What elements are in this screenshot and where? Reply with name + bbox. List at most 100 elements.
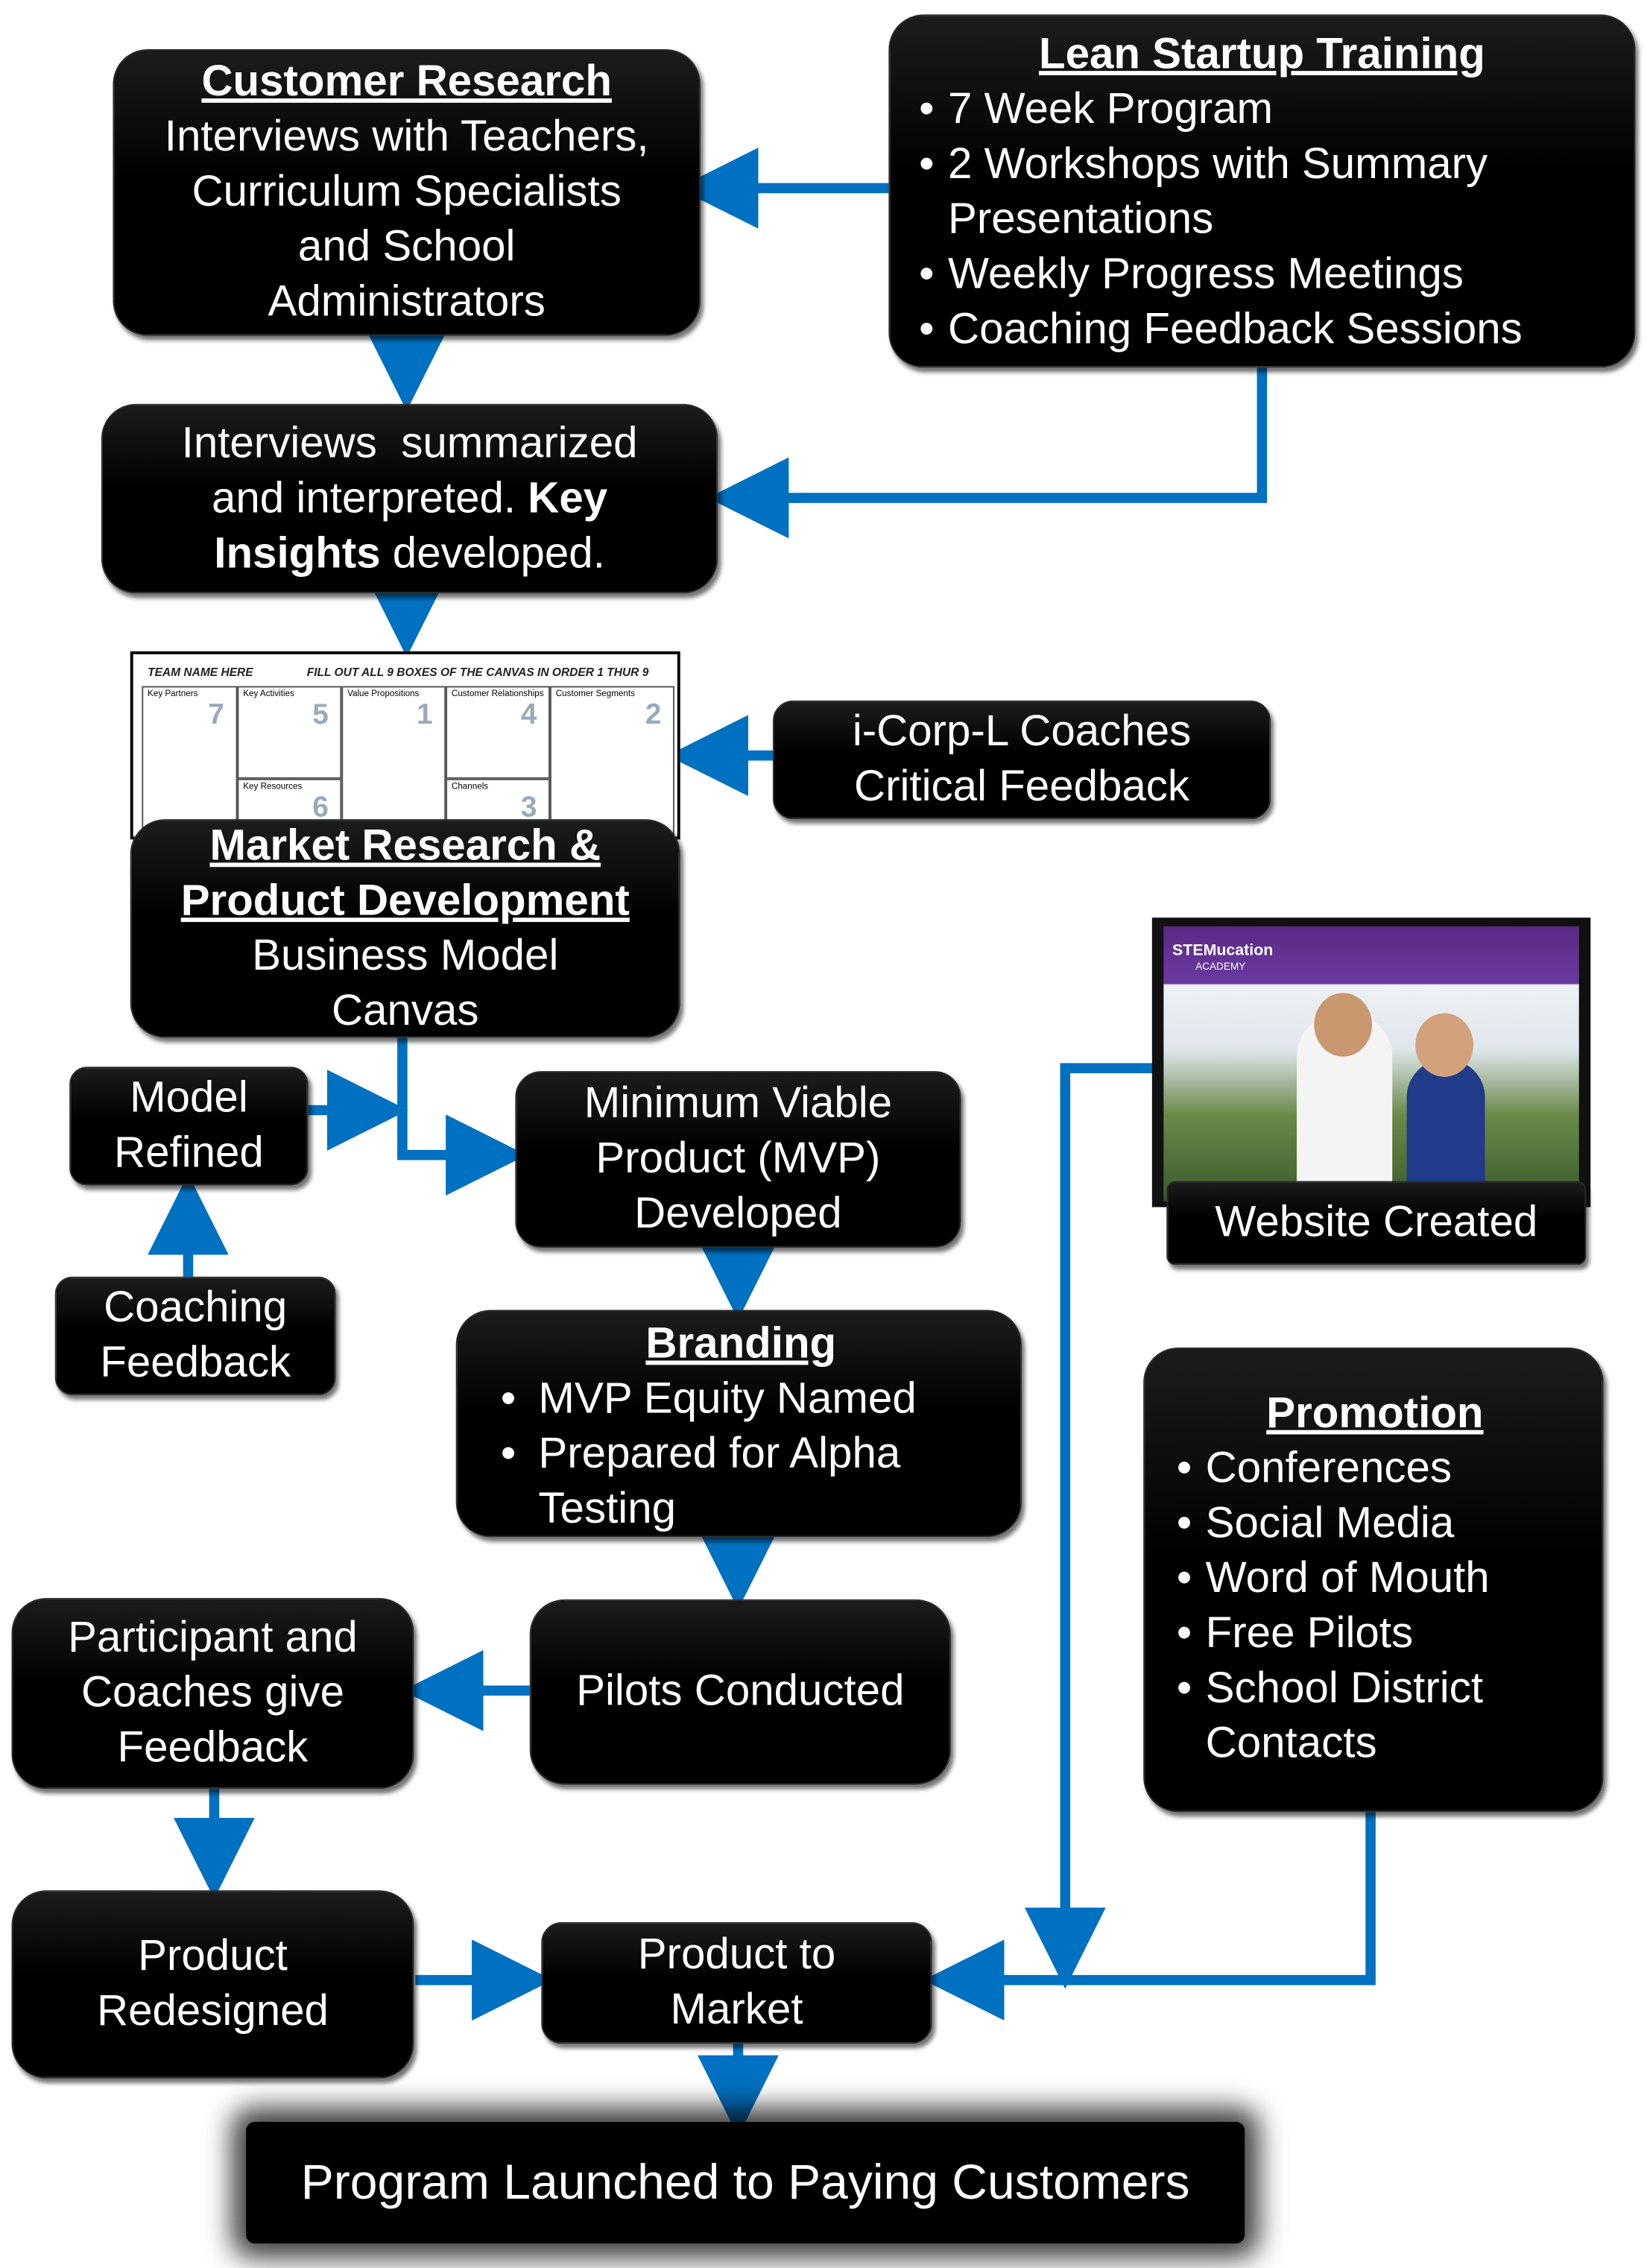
coaching-feedback-line: Coaching [104, 1283, 288, 1332]
canvas-cell: Customer Segments 2 [549, 686, 674, 837]
program-launched-banner: Program Launched to Paying Customers [246, 2121, 1245, 2244]
canvas-cell-label: Customer Segments [555, 690, 635, 699]
interviews-line: Insights developed. [214, 526, 605, 581]
canvas-cell-label: Value Propositions [347, 690, 420, 699]
customer-research-line: and School [297, 223, 516, 271]
coaching-feedback-box: Coaching Feedback [54, 1276, 336, 1396]
mvp-line: Developed [634, 1190, 842, 1238]
product-to-market-line: Product to [637, 1930, 836, 1979]
website-logo: STEMucation [1172, 942, 1274, 960]
icorp-coaches-line: i-Corp-L Coaches [852, 707, 1192, 756]
training-item: Weekly Progress Meetings [916, 247, 1608, 303]
website-logo-sub: ACADEMY [1195, 962, 1246, 973]
canvas-cell-number: 3 [520, 792, 537, 824]
participant-feedback-line: Coaches give [80, 1669, 344, 1717]
website-screenshot: STEMucation ACADEMY [1151, 917, 1591, 1207]
arrow-canvas-to-mvp [397, 1037, 527, 1196]
canvas-cell-label: Key Activities [243, 690, 294, 699]
arrow-website-to-market [1024, 1063, 1158, 1989]
branding-item: Prepared for Alpha [498, 1427, 1020, 1482]
icorp-coaches-box: i-Corp-L Coaches Critical Feedback [773, 700, 1271, 820]
interviews-text: developed. [380, 528, 605, 577]
website-nav-bar [1163, 926, 1579, 985]
customer-research-line: Interviews with Teachers, [164, 113, 649, 161]
key-text: Key [528, 474, 608, 522]
person-figure [1406, 1059, 1485, 1201]
lean-startup-training-title: Lean Startup Training [1038, 30, 1485, 78]
training-item: 7 Week Program [916, 83, 1608, 138]
coaching-feedback-line: Feedback [100, 1339, 291, 1387]
training-item-continued: Presentations [948, 195, 1214, 244]
participant-feedback-line: Participant and [68, 1614, 358, 1662]
participant-feedback-box: Participant and Coaches give Feedback [11, 1597, 414, 1790]
pilots-conducted-label: Pilots Conducted [576, 1667, 905, 1716]
person-figure [1415, 1013, 1473, 1077]
mvp-line: Product (MVP) [595, 1134, 881, 1183]
promotion-item: School District [1174, 1661, 1602, 1716]
interviews-text: and interpreted. [211, 474, 528, 522]
product-redesigned-box: Product Redesigned [11, 1890, 414, 2079]
canvas-cell-label: Key Resources [243, 783, 303, 792]
branding-item: MVP Equity Named [498, 1372, 1020, 1427]
canvas-cell-number: 4 [520, 698, 537, 731]
promotion-item: Word of Mouth [1174, 1552, 1602, 1607]
arrow-training-to-interviews [707, 367, 1268, 539]
lean-startup-training-box: Lean Startup Training 7 Week Program 2 W… [888, 14, 1636, 368]
canvas-cell-label: Customer Relationships [451, 690, 544, 699]
branding-box: Branding MVP Equity Named Prepared for A… [455, 1310, 1022, 1538]
canvas-cell-number: 2 [645, 698, 662, 731]
product-to-market-box: Product to Market [541, 1921, 932, 2044]
product-redesigned-line: Product [138, 1932, 288, 1980]
market-research-title: Product Development [180, 876, 630, 924]
arrow-promotion-to-market [923, 1812, 1376, 2021]
branding-item-continued: Testing [538, 1485, 677, 1533]
interviews-line: Interviews summarized [181, 419, 638, 467]
business-model-canvas-image: TEAM NAME HERE FILL OUT ALL 9 BOXES OF T… [130, 651, 680, 840]
canvas-cell-number: 5 [312, 698, 329, 731]
website-created-box: Website Created [1166, 1181, 1587, 1266]
promotion-title: Promotion [1266, 1389, 1484, 1438]
website-created-label: Website Created [1215, 1198, 1538, 1247]
customer-research-title: Customer Research [201, 57, 612, 106]
product-redesigned-line: Redesigned [96, 1987, 329, 2035]
market-research-line: Business Model [252, 931, 559, 979]
promotion-list: Conferences Social Media Word of Mouth F… [1174, 1441, 1602, 1772]
canvas-header-left: TEAM NAME HERE [148, 666, 253, 679]
product-to-market-line: Market [670, 1986, 803, 2034]
market-research-line: Canvas [331, 986, 479, 1035]
training-list: 7 Week Program 2 Workshops with Summary … [916, 83, 1608, 358]
canvas-cell-number: 7 [208, 698, 225, 731]
model-refined-box: Model Refined [69, 1067, 309, 1186]
model-refined-line: Refined [114, 1128, 264, 1177]
customer-research-box: Customer Research Interviews with Teache… [113, 49, 701, 336]
interviews-summarized-box: Interviews summarized and interpreted. K… [101, 403, 718, 594]
canvas-header-right: FILL OUT ALL 9 BOXES OF THE CANVAS IN OR… [306, 666, 649, 679]
canvas-cell: Key Activities 5 [237, 686, 342, 779]
branding-title: Branding [645, 1320, 837, 1368]
market-research-box: Market Research & Product Development Bu… [130, 819, 680, 1038]
mvp-line: Minimum Viable [584, 1079, 893, 1128]
branding-list: MVP Equity Named Prepared for Alpha Test… [498, 1372, 1020, 1537]
customer-research-line: Administrators [268, 277, 546, 326]
insights-text: Insights [214, 528, 381, 577]
market-research-title: Market Research & [209, 821, 601, 870]
training-item: 2 Workshops with Summary [916, 137, 1608, 192]
model-refined-line: Model [130, 1073, 248, 1122]
promotion-item-continued: Contacts [1205, 1719, 1377, 1768]
training-item: Coaching Feedback Sessions [916, 303, 1608, 358]
promotion-box: Promotion Conferences Social Media Word … [1143, 1348, 1604, 1813]
customer-research-line: Curriculum Specialists [192, 168, 622, 216]
icorp-coaches-line: Critical Feedback [853, 762, 1190, 811]
mvp-box: Minimum Viable Product (MVP) Developed [515, 1071, 961, 1248]
canvas-cell-number: 1 [417, 698, 433, 731]
promotion-item: Conferences [1174, 1441, 1602, 1497]
promotion-item: Social Media [1174, 1497, 1602, 1552]
interviews-line: and interpreted. Key [212, 471, 607, 526]
canvas-cell-label: Key Partners [148, 690, 198, 699]
